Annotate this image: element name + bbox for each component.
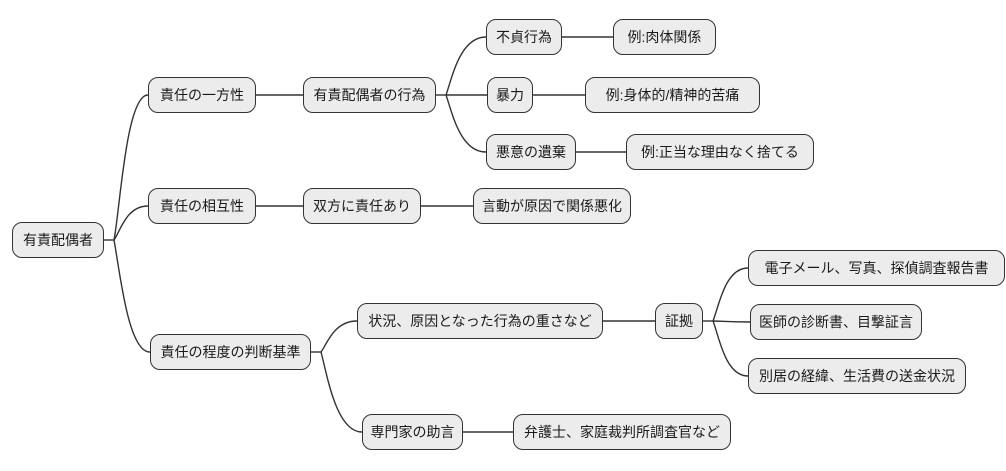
- edge-acts-to-desertion: [445, 94, 487, 153]
- edge-acts-to-infidelity: [445, 36, 487, 96]
- node-one-sided-responsibility: 責任の一方性: [148, 77, 256, 113]
- node-words-caused-deterioration: 言動が原因で関係悪化: [473, 188, 631, 224]
- node-situation-act-severity: 状況、原因となった行為の重さなど: [357, 303, 603, 339]
- node-lawyer-family-court-investigator: 弁護士、家庭裁判所調査官など: [513, 414, 731, 450]
- edge-evidence-to-doctor: [712, 320, 751, 323]
- node-degree-judgment-criteria: 責任の程度の判断基準: [150, 334, 311, 370]
- edge-root-to-one-sided: [113, 94, 149, 241]
- node-expert-advice: 専門家の助言: [362, 414, 463, 450]
- node-malicious-desertion: 悪意の遺棄: [486, 134, 576, 170]
- node-example-abandon-without-reason: 例:正当な理由なく捨てる: [626, 134, 814, 170]
- node-separation-living-expenses: 別居の経緯、生活費の送金状況: [748, 358, 966, 394]
- edge-criteria-to-expert: [320, 351, 363, 433]
- edge-root-to-mutual: [113, 205, 149, 241]
- node-evidence: 証拠: [655, 303, 703, 339]
- node-example-physical-mental-pain: 例:身体的/精神的苦痛: [585, 77, 760, 113]
- node-mutual-responsibility: 責任の相互性: [148, 188, 256, 224]
- node-doctor-diagnosis-witness: 医師の診断書、目撃証言: [750, 304, 922, 340]
- node-email-photos-detective-report: 電子メール、写真、探偵調査報告書: [748, 250, 1005, 286]
- edge-root-to-criteria: [113, 239, 151, 353]
- edge-criteria-to-situation: [320, 320, 358, 353]
- node-infidelity: 不貞行為: [486, 19, 562, 55]
- edge-evidence-to-separation: [712, 320, 749, 377]
- node-both-responsible: 双方に責任あり: [303, 188, 421, 224]
- node-violence: 暴力: [487, 77, 533, 113]
- node-root: 有責配偶者: [12, 222, 104, 258]
- node-guilty-spouse-acts: 有責配偶者の行為: [303, 77, 436, 113]
- edge-evidence-to-email: [712, 267, 749, 322]
- node-example-physical-relationship: 例:肉体関係: [613, 19, 716, 55]
